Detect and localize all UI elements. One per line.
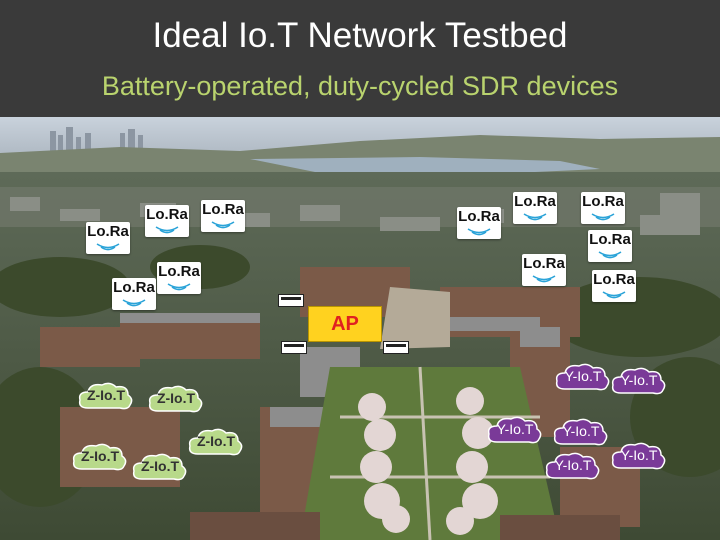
antenna-icon (383, 341, 409, 354)
z-iot-label: Z-Io.T (72, 449, 128, 463)
y-iot-device: Y-Io.T (553, 417, 609, 447)
slide-title: Ideal Io.T Network Testbed (0, 18, 720, 53)
signal-wave-icon (96, 241, 120, 252)
z-iot-device: Z-Io.T (72, 442, 128, 472)
y-iot-label: Y-Io.T (611, 373, 667, 387)
y-iot-device: Y-Io.T (487, 415, 543, 445)
y-iot-label: Y-Io.T (555, 369, 611, 383)
signal-wave-icon (167, 281, 191, 292)
z-iot-device: Z-Io.T (148, 384, 204, 414)
signal-wave-icon (532, 273, 556, 284)
y-iot-label: Y-Io.T (553, 424, 609, 438)
lora-label: Lo.Ra (145, 207, 189, 222)
y-iot-device: Y-Io.T (611, 366, 667, 396)
lora-label: Lo.Ra (588, 232, 632, 247)
lora-device: Lo.Ra (157, 262, 201, 294)
y-iot-label: Y-Io.T (611, 448, 667, 462)
signal-wave-icon (467, 226, 491, 237)
lora-device: Lo.Ra (592, 270, 636, 302)
z-iot-device: Z-Io.T (188, 427, 244, 457)
z-iot-label: Z-Io.T (132, 459, 188, 473)
lora-label: Lo.Ra (581, 194, 625, 209)
lora-label: Lo.Ra (86, 224, 130, 239)
lora-device: Lo.Ra (513, 192, 557, 224)
y-iot-device: Y-Io.T (611, 441, 667, 471)
lora-label: Lo.Ra (592, 272, 636, 287)
lora-device: Lo.Ra (201, 200, 245, 232)
z-iot-label: Z-Io.T (148, 391, 204, 405)
access-point: AP (308, 306, 382, 342)
signal-wave-icon (602, 289, 626, 300)
lora-label: Lo.Ra (513, 194, 557, 209)
lora-label: Lo.Ra (457, 209, 501, 224)
z-iot-label: Z-Io.T (188, 434, 244, 448)
lora-label: Lo.Ra (112, 280, 156, 295)
lora-device: Lo.Ra (588, 230, 632, 262)
signal-wave-icon (591, 211, 615, 222)
z-iot-label: Z-Io.T (78, 388, 134, 402)
signal-wave-icon (122, 297, 146, 308)
y-iot-label: Y-Io.T (487, 422, 543, 436)
z-iot-device: Z-Io.T (132, 452, 188, 482)
y-iot-label: Y-Io.T (545, 458, 601, 472)
slide-subtitle: Battery-operated, duty-cycled SDR device… (0, 73, 720, 100)
lora-device: Lo.Ra (145, 205, 189, 237)
z-iot-device: Z-Io.T (78, 381, 134, 411)
slide-header: Ideal Io.T Network Testbed Battery-opera… (0, 0, 720, 117)
lora-device: Lo.Ra (86, 222, 130, 254)
antenna-icon (281, 341, 307, 354)
signal-wave-icon (155, 224, 179, 235)
access-point-label: AP (309, 314, 381, 334)
signal-wave-icon (598, 249, 622, 260)
lora-device: Lo.Ra (112, 278, 156, 310)
y-iot-device: Y-Io.T (545, 451, 601, 481)
lora-label: Lo.Ra (522, 256, 566, 271)
signal-wave-icon (211, 219, 235, 230)
lora-device: Lo.Ra (522, 254, 566, 286)
lora-label: Lo.Ra (201, 202, 245, 217)
lora-device: Lo.Ra (457, 207, 501, 239)
signal-wave-icon (523, 211, 547, 222)
lora-device: Lo.Ra (581, 192, 625, 224)
y-iot-device: Y-Io.T (555, 362, 611, 392)
lora-label: Lo.Ra (157, 264, 201, 279)
antenna-icon (278, 294, 304, 307)
